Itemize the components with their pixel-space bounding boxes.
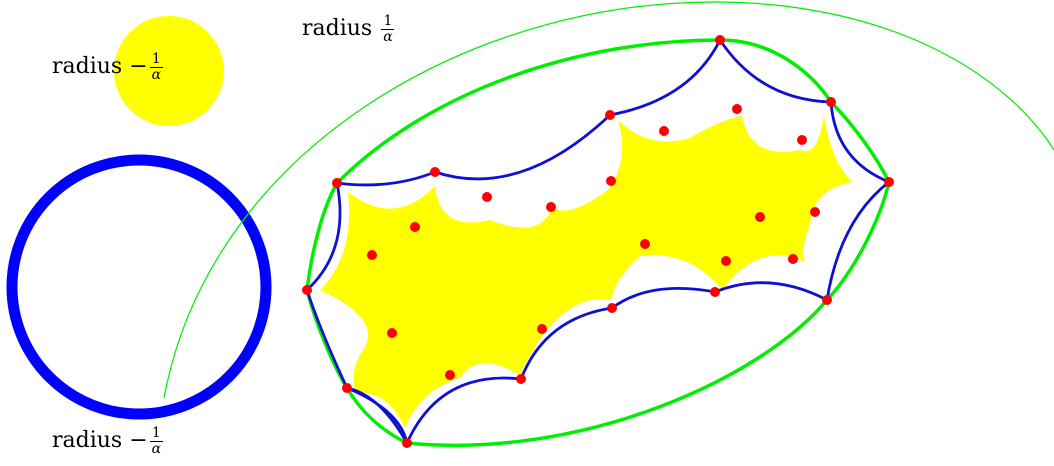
red-vertex-8 — [710, 287, 720, 297]
arc-3 — [609, 39, 722, 117]
label-bottom-left-denominator: α — [151, 440, 162, 457]
label-top-left-sign: − — [129, 54, 148, 80]
arc-7 — [714, 281, 828, 302]
label-bottom-left-sign: − — [129, 428, 148, 454]
arc-10 — [405, 376, 522, 444]
small-yellow-disk — [114, 16, 224, 126]
label-top-center-denominator: α — [383, 28, 393, 45]
arc-6 — [825, 180, 890, 301]
red-vertex-9 — [607, 303, 617, 313]
red-vertex-20 — [810, 207, 820, 217]
red-vertex-1 — [332, 178, 342, 188]
red-vertices — [302, 35, 894, 448]
red-vertex-13 — [302, 285, 312, 295]
yellow-region — [320, 115, 852, 428]
red-vertex-18 — [732, 104, 742, 114]
red-vertex-22 — [640, 239, 650, 249]
label-top-left-denominator: α — [151, 66, 162, 83]
arc-9 — [519, 306, 613, 380]
blue-arcs — [305, 39, 890, 444]
label-top-left-numerator: 1 — [149, 51, 163, 68]
red-vertex-28 — [445, 370, 455, 380]
red-vertex-15 — [546, 202, 556, 212]
label-bottom-left-text: radius — [52, 428, 123, 454]
red-vertex-24 — [788, 254, 798, 264]
red-vertex-5 — [826, 97, 836, 107]
red-vertex-25 — [410, 222, 420, 232]
red-vertex-11 — [402, 438, 412, 448]
red-vertex-6 — [884, 177, 894, 187]
red-vertex-29 — [537, 324, 547, 334]
thin-green-arc — [163, 1, 1054, 399]
arc-8 — [611, 287, 716, 310]
red-vertex-17 — [659, 126, 669, 136]
red-vertex-23 — [721, 256, 731, 266]
arc-2 — [434, 113, 611, 181]
red-vertex-10 — [516, 374, 526, 384]
red-vertex-21 — [755, 212, 765, 222]
arc-12 — [305, 289, 349, 389]
arc-4 — [718, 39, 832, 104]
red-vertex-26 — [367, 250, 377, 260]
label-top-center-numerator: 1 — [381, 13, 395, 30]
red-vertex-19 — [797, 135, 807, 145]
arc-13 — [306, 182, 342, 292]
red-vertex-7 — [822, 295, 832, 305]
red-vertex-14 — [482, 192, 492, 202]
red-vertex-27 — [387, 328, 397, 338]
label-top-center-text: radius — [302, 16, 373, 42]
red-vertex-12 — [342, 383, 352, 393]
red-vertex-16 — [606, 176, 616, 186]
label-top-left-text: radius — [52, 54, 123, 80]
arc-14 — [346, 386, 409, 444]
label-bottom-left-numerator: 1 — [149, 425, 163, 442]
red-vertex-4 — [715, 35, 725, 45]
blue-ring — [6, 154, 272, 420]
red-vertex-3 — [605, 110, 615, 120]
arc-1 — [336, 170, 436, 187]
arc-5 — [829, 101, 890, 184]
red-vertex-2 — [430, 167, 440, 177]
